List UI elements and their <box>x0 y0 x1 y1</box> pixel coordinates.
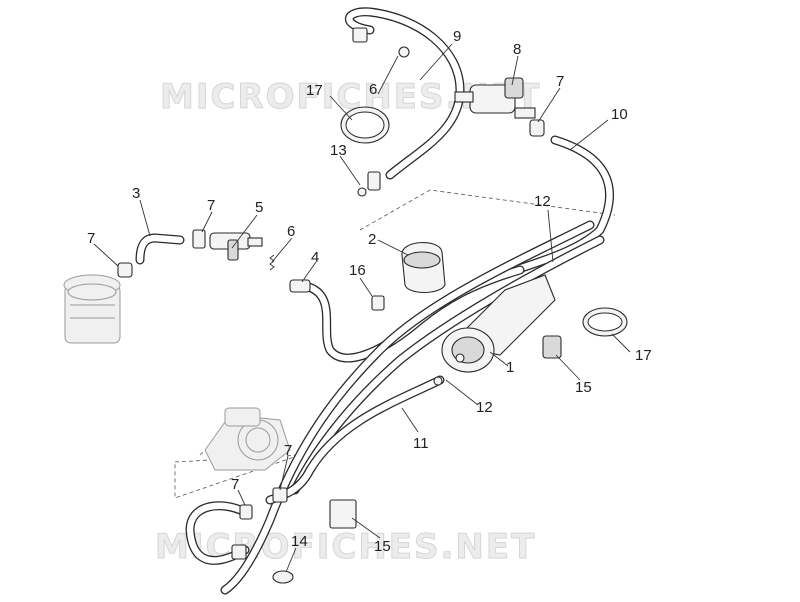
callout-7a: 7 <box>556 73 564 90</box>
leader-lines <box>93 43 631 573</box>
callout-15a: 15 <box>575 379 592 396</box>
callout-12a: 12 <box>534 193 551 210</box>
throttle-body <box>204 407 291 471</box>
callouts: 1 2 3 4 5 6 6 7 7 7 7 7 8 9 10 11 12 12 … <box>87 28 652 555</box>
callout-14: 14 <box>291 533 308 550</box>
bracket-strap <box>401 242 446 294</box>
purge-valve <box>454 77 536 119</box>
callout-13: 13 <box>330 142 347 159</box>
callout-12b: 12 <box>476 399 493 416</box>
callout-7b: 7 <box>207 197 215 214</box>
callout-11: 11 <box>413 435 429 452</box>
callout-8: 8 <box>513 41 521 58</box>
hose-ring <box>340 106 628 337</box>
callout-17b: 17 <box>635 347 652 364</box>
callout-3: 3 <box>132 185 140 202</box>
callout-7d: 7 <box>284 442 292 459</box>
callout-6a: 6 <box>369 81 377 98</box>
callout-5: 5 <box>255 199 263 216</box>
callout-6b: 6 <box>287 223 295 240</box>
hoses <box>135 7 614 595</box>
callout-9: 9 <box>453 28 461 45</box>
callout-1: 1 <box>506 359 514 376</box>
callout-10: 10 <box>611 106 628 123</box>
spring <box>269 254 275 271</box>
callout-7e: 7 <box>231 476 239 493</box>
callout-15b: 15 <box>374 538 391 555</box>
air-filter-housing <box>63 274 121 344</box>
callout-7c: 7 <box>87 230 95 247</box>
callout-2: 2 <box>368 231 376 248</box>
callout-4: 4 <box>311 249 319 266</box>
clamps-and-fittings <box>117 27 562 584</box>
check-valve <box>209 232 263 261</box>
callout-16: 16 <box>349 262 366 279</box>
callout-17a: 17 <box>306 82 323 99</box>
